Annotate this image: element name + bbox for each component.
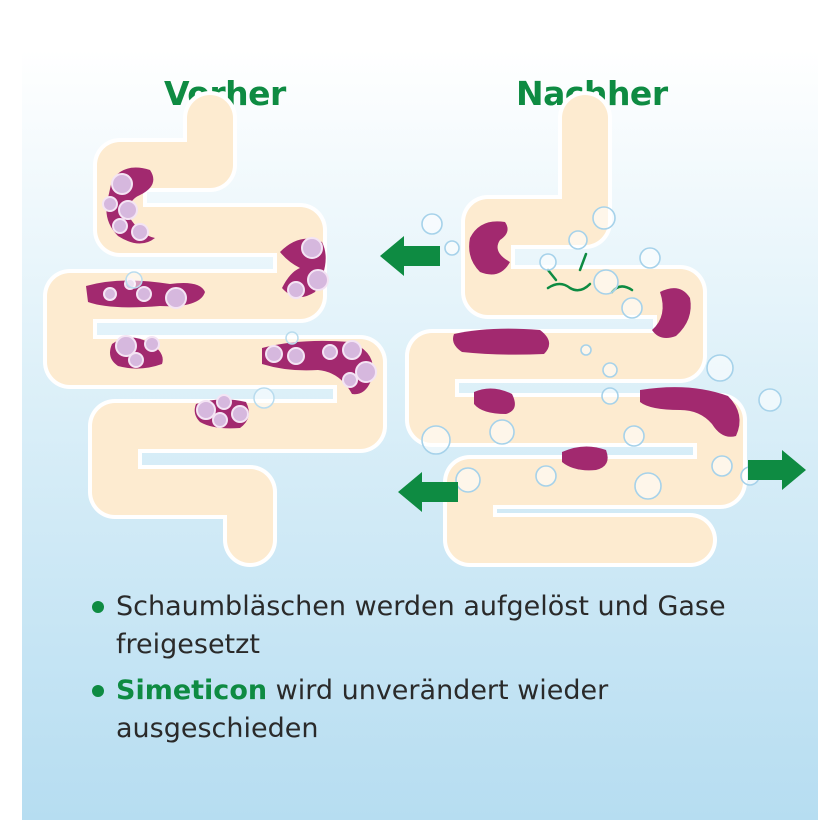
gas-bubble-icon bbox=[592, 206, 616, 230]
gas-bubble-icon bbox=[602, 362, 618, 378]
gas-bubble-icon bbox=[580, 344, 592, 356]
bullet-text: Schaumbläschen werden aufgelöst und Gase… bbox=[116, 591, 726, 660]
gas-bubble-icon bbox=[115, 335, 137, 357]
gas-bubble-icon bbox=[601, 387, 619, 405]
gas-bubble-icon bbox=[118, 200, 138, 220]
gas-bubble-icon bbox=[342, 372, 358, 388]
gas-bubble-icon bbox=[128, 352, 144, 368]
gas-bubble-icon bbox=[621, 297, 643, 319]
gas-bubble-icon bbox=[287, 281, 305, 299]
food-mass bbox=[474, 388, 515, 414]
gas-bubble-icon bbox=[103, 287, 117, 301]
food-masses-after bbox=[453, 221, 740, 471]
clear-bubbles-after bbox=[421, 206, 782, 500]
gas-bubble-icon bbox=[212, 412, 228, 428]
clear-bubbles-before bbox=[125, 271, 299, 409]
arrow-left-icon bbox=[398, 472, 458, 512]
food-mass bbox=[640, 387, 740, 437]
gas-bubble-icon bbox=[136, 286, 152, 302]
gas-bubble-icon bbox=[144, 336, 160, 352]
gas-bubble-icon bbox=[131, 223, 149, 241]
gas-bubble-icon bbox=[102, 196, 118, 212]
gas-bubble-icon bbox=[355, 361, 377, 383]
gas-bubble-icon bbox=[287, 347, 305, 365]
gas-bubble-icon bbox=[216, 394, 232, 410]
gas-bubble-icon bbox=[285, 331, 299, 345]
gas-bubble-icon bbox=[535, 465, 557, 487]
gas-bubble-icon bbox=[307, 269, 329, 291]
gas-bubble-icon bbox=[342, 340, 362, 360]
arrow-right-icon bbox=[748, 450, 806, 490]
gas-bubble-icon bbox=[539, 253, 557, 271]
gas-bubble-icon bbox=[639, 247, 661, 269]
gas-bubble-icon bbox=[322, 344, 338, 360]
bullet-highlight: Simeticon bbox=[116, 675, 268, 706]
bullet-dot bbox=[92, 601, 104, 613]
food-mass bbox=[453, 328, 550, 355]
gas-bubble-icon bbox=[634, 472, 662, 500]
gas-bubble-icon bbox=[758, 388, 782, 412]
gas-bubble-icon bbox=[568, 230, 588, 250]
gas-bubble-icon bbox=[711, 455, 733, 477]
gas-bubble-icon bbox=[593, 269, 619, 295]
food-mass bbox=[652, 288, 691, 338]
bullet-item: Simeticon wird unverändert wieder ausges… bbox=[92, 672, 792, 748]
gas-bubble-icon bbox=[706, 354, 734, 382]
gas-bubbles-before bbox=[102, 173, 377, 428]
gas-bubble-icon bbox=[421, 213, 443, 235]
arrow-left-icon bbox=[380, 236, 440, 276]
gas-bubble-icon bbox=[301, 237, 323, 259]
gas-bubble-icon bbox=[421, 425, 451, 455]
gas-bubble-icon bbox=[125, 271, 143, 289]
gas-bubble-icon bbox=[265, 345, 283, 363]
gas-bubble-icon bbox=[455, 467, 481, 493]
bullet-text: wird unverändert wieder ausgeschieden bbox=[116, 675, 609, 744]
bullet-list: Schaumbläschen werden aufgelöst und Gase… bbox=[92, 588, 792, 756]
gas-bubble-icon bbox=[489, 419, 515, 445]
gas-bubble-icon bbox=[165, 287, 187, 309]
gas-bubble-icon bbox=[623, 425, 645, 447]
food-mass bbox=[469, 221, 510, 275]
bullet-dot bbox=[92, 685, 104, 697]
food-mass bbox=[562, 446, 608, 471]
arrows bbox=[380, 236, 806, 512]
gas-bubble-icon bbox=[231, 405, 249, 423]
gas-bubble-icon bbox=[444, 240, 460, 256]
bullet-item: Schaumbläschen werden aufgelöst und Gase… bbox=[92, 588, 792, 664]
gas-bubble-icon bbox=[112, 218, 128, 234]
gas-bubble-icon bbox=[253, 387, 275, 409]
gas-bubble-icon bbox=[196, 400, 216, 420]
gas-bubble-icon bbox=[111, 173, 133, 195]
